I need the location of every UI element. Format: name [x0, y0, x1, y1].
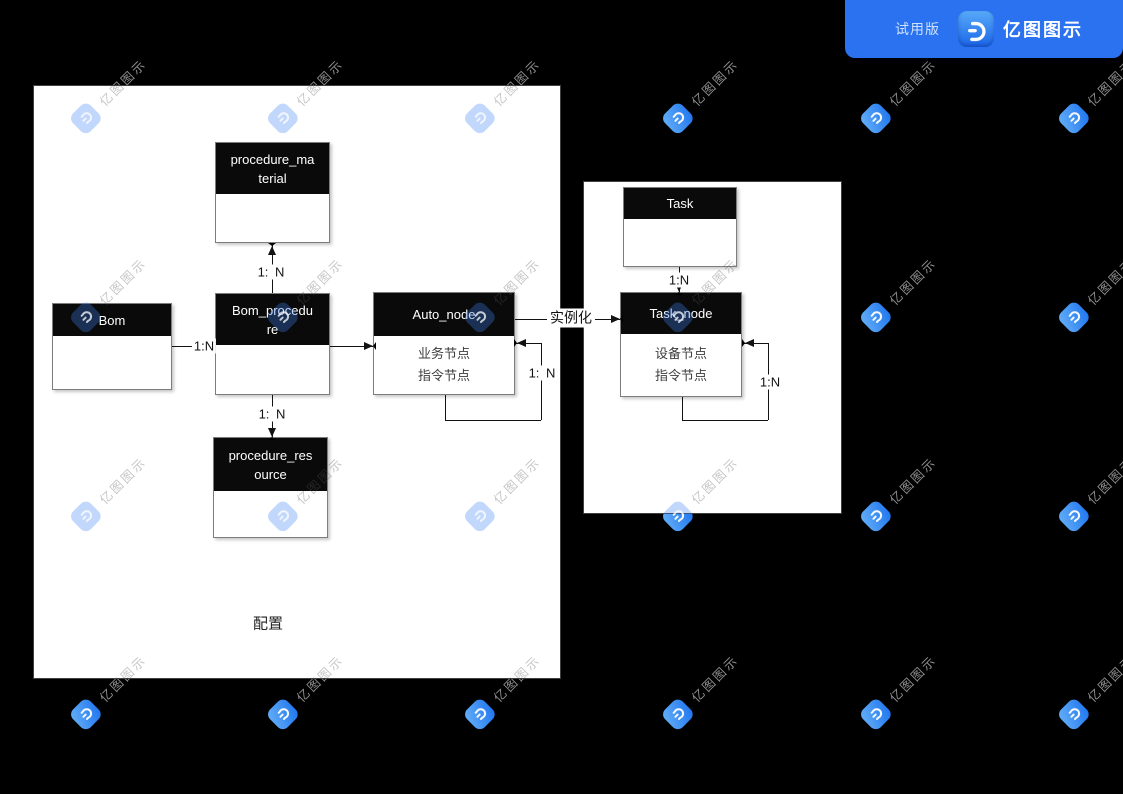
- arrowhead-right: [611, 314, 623, 323]
- entity-body: [624, 219, 736, 266]
- entity-title-line: re: [266, 321, 279, 337]
- edraw-watermark-icon: [1055, 299, 1091, 335]
- watermark-text: 亿图图示: [886, 652, 939, 705]
- tasknode-self-loop-line: [742, 343, 768, 344]
- edraw-watermark-icon: [264, 696, 300, 732]
- bomprocedure-to-procedurematerial-label[interactable]: 1: N: [255, 264, 287, 280]
- edraw-watermark-icon: [1055, 696, 1091, 732]
- arrowhead-down: [674, 283, 683, 295]
- watermark-text: 亿图图示: [886, 454, 939, 507]
- edraw-watermark-icon: [1055, 100, 1091, 136]
- tasknode-self-loop-line: [682, 420, 768, 421]
- watermark-text: 亿图图示: [886, 255, 939, 308]
- edraw-watermark-icon: [659, 696, 695, 732]
- edraw-watermark: 亿图图示: [854, 617, 971, 734]
- arrowhead-left: [742, 338, 754, 347]
- edraw-watermark: 亿图图示: [656, 21, 773, 138]
- watermark-text: 亿图图示: [688, 652, 741, 705]
- edraw-watermark-icon: [461, 696, 497, 732]
- task-to-tasknode-label[interactable]: 1:N: [666, 272, 692, 288]
- entity-body: [216, 345, 329, 394]
- entity-body-line: 设备节点: [654, 346, 707, 361]
- edraw-watermark-icon: [857, 696, 893, 732]
- edraw-watermark: 亿图图示: [854, 419, 971, 536]
- watermark-text: 亿图图示: [688, 56, 741, 109]
- edraw-watermark-icon: [1055, 498, 1091, 534]
- edraw-watermark: 亿图图示: [1052, 617, 1123, 734]
- bomprocedure-to-procedureresource-label[interactable]: 1: N: [256, 406, 288, 422]
- entity-body-line: 指令节点: [417, 368, 470, 383]
- autonode-to-tasknode-label[interactable]: 实例化: [547, 308, 595, 328]
- entity-title-line: procedure_res: [228, 447, 313, 463]
- autonode-self-loop-line: [445, 420, 541, 421]
- trial-version-label: 试用版: [895, 21, 940, 37]
- entity-header: Bom: [53, 304, 171, 336]
- brand-name: 亿图图示: [1003, 20, 1083, 40]
- entity-title-line: procedure_ma: [230, 151, 315, 167]
- entity-body: 业务节点指令节点: [374, 336, 514, 394]
- watermark-text: 亿图图示: [1084, 454, 1123, 507]
- autonode-self-loop-label[interactable]: 1: N: [526, 365, 558, 381]
- entity-header: Task: [624, 188, 736, 219]
- edraw-logo-icon: [958, 11, 994, 47]
- edraw-watermark-icon: [67, 696, 103, 732]
- trial-banner[interactable]: 试用版 亿图图示: [845, 0, 1123, 58]
- arrowhead-right: [364, 341, 376, 350]
- entity-body-line: 业务节点: [417, 346, 470, 361]
- entity-title-line: Auto_node: [412, 307, 476, 322]
- watermark-text: 亿图图示: [886, 56, 939, 109]
- entity-Bom[interactable]: Bom: [52, 303, 172, 390]
- entity-Task[interactable]: Task: [623, 187, 737, 267]
- edraw-watermark: 亿图图示: [1052, 220, 1123, 337]
- edraw-watermark-icon: [857, 100, 893, 136]
- arrowhead-left: [514, 338, 526, 347]
- tasknode-self-loop-label[interactable]: 1:N: [757, 374, 783, 390]
- entity-title-line: terial: [258, 170, 287, 186]
- edraw-watermark-icon: [857, 299, 893, 335]
- edraw-watermark: 亿图图示: [854, 220, 971, 337]
- config-group-label: 配置: [252, 615, 284, 633]
- entity-title-line: Bom_procedu: [232, 302, 313, 318]
- entity-title-line: ource: [254, 466, 287, 482]
- arrowhead-down: [267, 428, 276, 440]
- edraw-watermark-icon: [659, 100, 695, 136]
- entity-body: [53, 336, 171, 389]
- bom-to-bomprocedure-label[interactable]: 1:N: [191, 338, 217, 354]
- entity-title-line: Bom: [98, 312, 126, 328]
- entity-title-line: Task: [666, 196, 694, 211]
- watermark-text: 亿图图示: [1084, 255, 1123, 308]
- entity-Task_node[interactable]: Task_node 设备节点指令节点: [620, 292, 742, 397]
- entity-header: Task_node: [621, 293, 741, 334]
- autonode-self-loop-line: [445, 395, 446, 420]
- entity-title-line: Task_node: [649, 306, 713, 321]
- autonode-self-loop-line: [514, 343, 541, 344]
- watermark-text: 亿图图示: [1084, 56, 1123, 109]
- entity-header: Auto_node: [374, 293, 514, 336]
- watermark-text: 亿图图示: [1084, 652, 1123, 705]
- arrowhead-up: [267, 243, 276, 255]
- bomprocedure-to-autonode-line: [330, 346, 373, 347]
- entity-body: [214, 491, 327, 537]
- entity-body: [216, 194, 329, 242]
- edraw-watermark: 亿图图示: [656, 617, 773, 734]
- entity-body-line: 指令节点: [654, 368, 707, 383]
- edraw-watermark: 亿图图示: [1052, 419, 1123, 536]
- entity-body: 设备节点指令节点: [621, 334, 741, 396]
- entity-Auto_node[interactable]: Auto_node 业务节点指令节点: [373, 292, 515, 395]
- tasknode-self-loop-line: [682, 397, 683, 420]
- edraw-watermark-icon: [857, 498, 893, 534]
- autonode-self-loop-line: [541, 343, 542, 420]
